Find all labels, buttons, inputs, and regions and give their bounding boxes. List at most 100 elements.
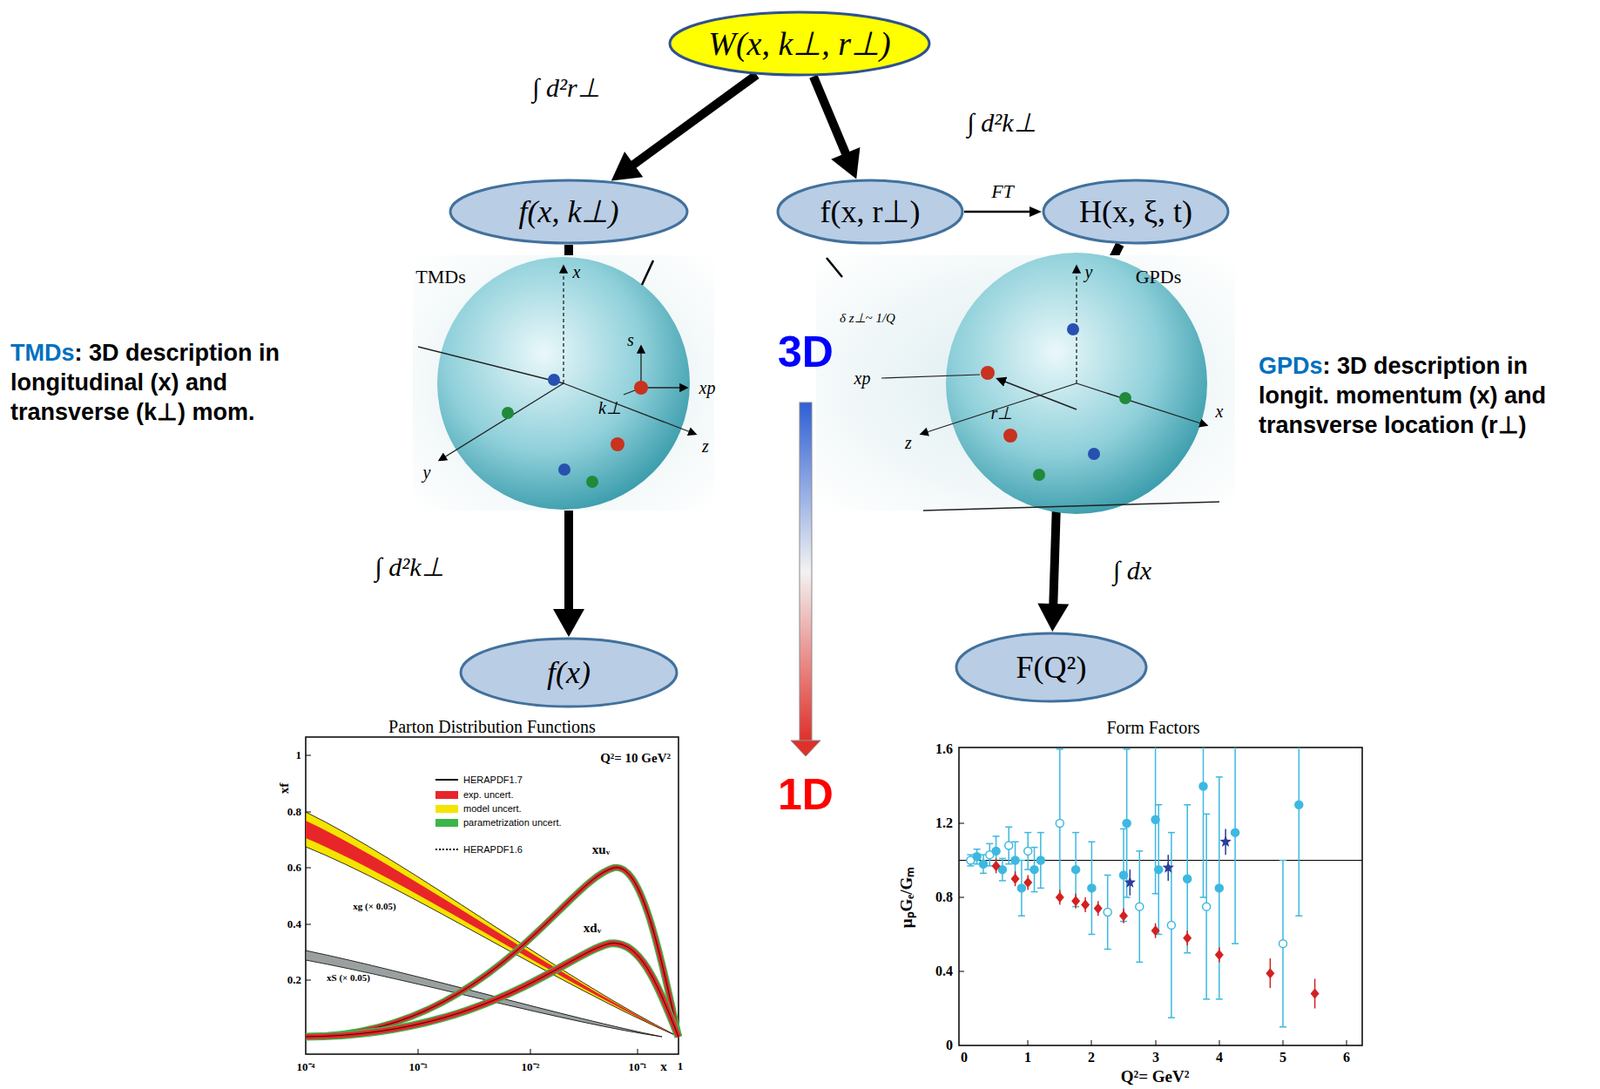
legend-row: exp. uncert. (435, 789, 514, 800)
data-point (1295, 800, 1303, 809)
label-text: 6 (1343, 1049, 1351, 1065)
data-point (1265, 967, 1275, 979)
text-group: μₚGₑ/Gₘ (894, 866, 918, 929)
label-text: 0.8 (287, 804, 302, 818)
edge-label: ∫ d²k⊥ (374, 551, 444, 582)
description-text: GPDs (1258, 352, 1324, 379)
data-point (992, 846, 1000, 855)
data-point (1093, 903, 1103, 914)
error-cap (1123, 748, 1131, 750)
legend-swatch (435, 790, 459, 799)
error-cap (979, 872, 987, 875)
ellipse-shape (956, 633, 1147, 702)
arrow-line (813, 76, 846, 155)
description-text: TMDs (10, 339, 75, 366)
label-text: 0.4 (287, 917, 302, 931)
error-cap (1123, 896, 1131, 898)
data-point (972, 852, 981, 861)
arrow-head (1029, 206, 1042, 217)
text-group: 0.4 (935, 963, 953, 979)
data-point (1199, 782, 1208, 790)
legend-text: parametrization uncert. (463, 816, 562, 828)
label-text: 3 (1152, 1049, 1160, 1065)
connector-arrow (611, 74, 757, 182)
ellipse-node: f(x) (459, 636, 679, 709)
data-point (1119, 910, 1128, 921)
data-point (1087, 884, 1096, 892)
label-text: 1 (296, 748, 303, 762)
error-cap (1279, 1026, 1287, 1028)
text-group: xS (× 0.05) (326, 972, 371, 983)
text-group: 10⁻³ (409, 1058, 428, 1074)
label-text: 10⁻¹ (628, 1059, 648, 1074)
label-text: 1D (777, 769, 834, 819)
error-bar (1234, 747, 1236, 944)
legend-text: exp. uncert. (463, 789, 514, 800)
label-text: 10⁻⁴ (297, 1059, 316, 1074)
error-cap (1031, 846, 1039, 849)
node-text: F(Q²) (1016, 648, 1087, 686)
label-text: 10⁻² (521, 1059, 541, 1074)
data-point (1122, 819, 1131, 828)
error-bar (1202, 747, 1205, 898)
text-group: 6 (1343, 1049, 1351, 1066)
ellipse-node: H(x, ξ, t) (1041, 178, 1230, 245)
label-text: Form Factors (1106, 717, 1200, 737)
text-group: 1.6 (935, 741, 953, 757)
arrow-head (1037, 602, 1069, 632)
data-point (992, 860, 1001, 871)
arrow-head (553, 608, 585, 637)
error-cap (1154, 803, 1162, 806)
data-point (1011, 873, 1020, 885)
data-point (1215, 884, 1223, 892)
text-group: 4 (1215, 1049, 1223, 1066)
error-cap (1183, 803, 1191, 806)
label-text: s (627, 330, 635, 350)
text-group: δ z⊥~ 1/Q (839, 310, 896, 326)
error-cap (1005, 863, 1013, 865)
error-cap (1135, 961, 1143, 964)
ellipse-node: f(x, k⊥) (448, 178, 689, 245)
data-point (1080, 899, 1090, 911)
text-group: Q²= GeV² (1120, 1066, 1190, 1087)
error-cap (985, 843, 993, 845)
label-text: 0.8 (935, 889, 953, 905)
error-cap (1024, 831, 1032, 834)
text-group: x (660, 1059, 668, 1074)
error-cap (1120, 828, 1128, 831)
label-text: xp (854, 368, 871, 388)
text-group: xp (699, 378, 716, 399)
text-group: 0 (945, 1037, 953, 1054)
legend-line-sample (435, 848, 459, 851)
label-text: 1.6 (935, 741, 953, 757)
error-cap (1167, 831, 1175, 834)
label-text: z (904, 432, 912, 453)
tmd-sphere (412, 255, 715, 511)
edge-label: FT (991, 180, 1014, 203)
label-text: 0 (945, 1037, 953, 1053)
ellipse-node: F(Q²) (954, 631, 1148, 703)
text-group: 1 (1024, 1049, 1032, 1066)
label-text: x (1215, 401, 1224, 421)
data-point (1103, 908, 1112, 917)
label-text: 0 (960, 1049, 968, 1065)
label-text: 2 (1087, 1049, 1095, 1065)
legend-row: model uncert. (435, 803, 522, 814)
error-cap (966, 864, 974, 867)
text-group: 1D (777, 769, 834, 820)
data-point (1135, 902, 1144, 911)
label-text: xdᵥ (583, 920, 601, 935)
error-cap (1215, 776, 1223, 778)
error-cap (1231, 942, 1239, 945)
data-point (1055, 819, 1064, 828)
text-group: TMDs (415, 265, 466, 289)
data-point (1220, 835, 1232, 847)
ellipse-shape (450, 180, 688, 244)
text-group: 0 (960, 1049, 968, 1066)
text-group: xuᵥ (592, 842, 610, 858)
data-point (1030, 865, 1039, 874)
node-text: f(x, r⊥) (820, 193, 921, 230)
data-point (1036, 856, 1045, 865)
text-group: y (423, 462, 432, 483)
data-point (1011, 856, 1020, 865)
